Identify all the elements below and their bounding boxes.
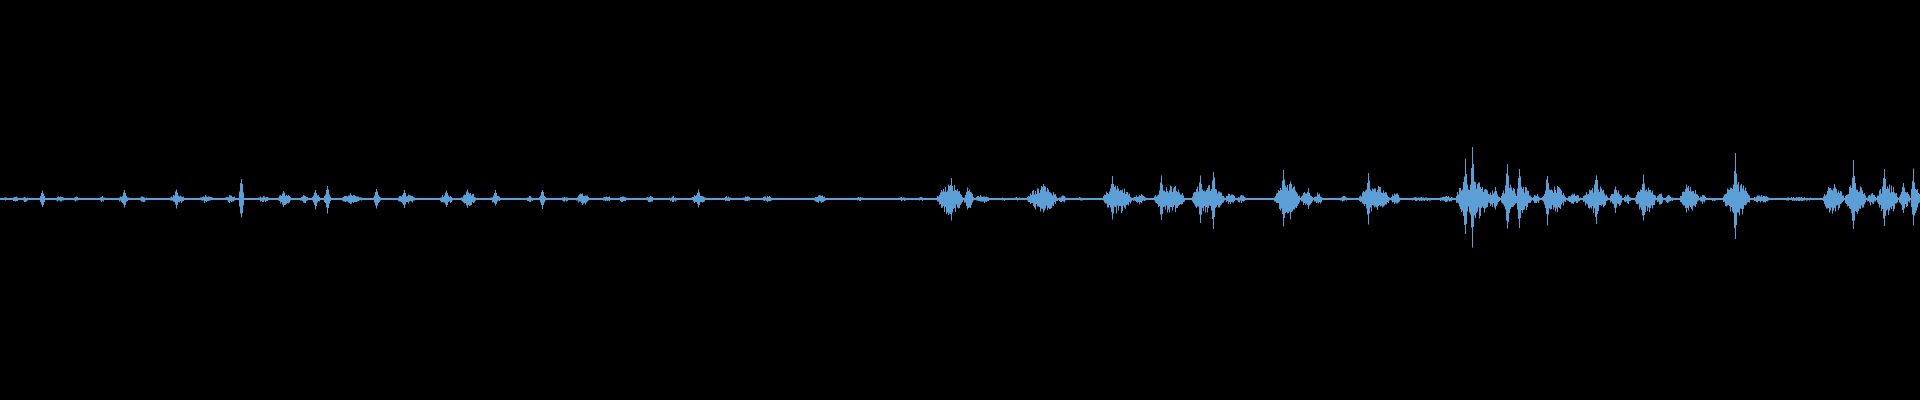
waveform-path (0, 146, 1920, 248)
